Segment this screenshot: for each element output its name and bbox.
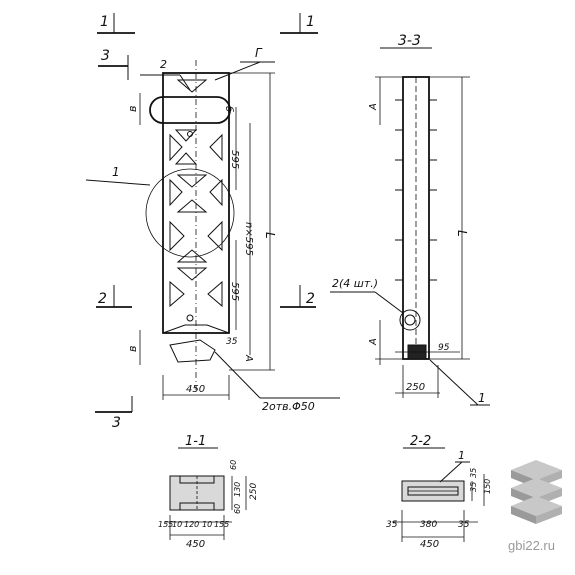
cut-1-left-label: 1: [100, 14, 109, 30]
dim-10-left: 10: [172, 520, 182, 529]
dim-a-main: А: [243, 354, 254, 362]
cut-marker-2: [96, 285, 316, 308]
dim-155-left: 155: [158, 520, 173, 529]
dim-250-side: 250: [406, 382, 425, 393]
dim-450-s11: 450: [186, 539, 205, 550]
pos-g-label: Г: [255, 46, 263, 60]
top-slot: [149, 96, 231, 124]
view-1-1-title: 1-1: [185, 434, 206, 449]
view-2-2-title: 2-2: [410, 434, 431, 449]
dim-L-side: L: [455, 230, 469, 237]
dim-35-s22-left: 35: [386, 520, 398, 530]
dim-b-main: б: [223, 106, 235, 112]
main-elevation: [145, 60, 235, 390]
dim-v-top: в: [126, 106, 139, 112]
pos1-s22-label: 1: [458, 449, 465, 462]
detail-circle: [145, 168, 235, 258]
pos1-side-label: 1: [478, 391, 486, 405]
pos1-label: 1: [112, 165, 120, 179]
dim-L-main: L: [263, 232, 277, 239]
cut-marker-1: [97, 13, 318, 34]
dim-380: 380: [420, 520, 437, 530]
cut-3-bottom-label: 3: [112, 415, 121, 431]
dim-150: 150: [483, 479, 492, 494]
dim-n595: n×595: [243, 222, 254, 256]
dim-60-bottom: 60: [233, 504, 242, 514]
dim-595-bottom: 595: [229, 282, 240, 301]
cut-1-right-label: 1: [306, 14, 315, 30]
dim-35-s22-mid: 35: [469, 482, 478, 492]
side-view: [395, 76, 437, 360]
dim-60-top: 60: [229, 460, 238, 470]
view-3-3-title: 3-3: [398, 33, 421, 49]
dim-v-bottom: в: [126, 346, 139, 352]
watermark-site: gbi22.ru: [508, 538, 555, 553]
dim-595-top: 595: [229, 150, 240, 169]
pin-circle: [399, 309, 421, 331]
main-dims-right: [229, 72, 275, 371]
dim-250-s11: 250: [249, 483, 259, 500]
hole-lower: [186, 314, 194, 322]
hole-upper: [187, 131, 193, 137]
dim-35-main: 35: [226, 337, 238, 347]
dim-a-side-top: А: [368, 103, 379, 111]
section-2-2: [401, 480, 465, 502]
dim-95: 95: [438, 343, 450, 353]
dim-450-s22: 450: [420, 539, 439, 550]
cut-3-top-label: 3: [101, 48, 110, 64]
logo-icon: [511, 460, 562, 524]
dim-155-right: 155: [214, 520, 229, 529]
pos2-4-label: 2(4 шт.): [332, 277, 378, 290]
dim-120: 120: [184, 520, 199, 529]
cut-2-left-label: 2: [98, 291, 107, 307]
dim-35-s22-top: 35: [469, 468, 478, 478]
bottom-loop: [169, 339, 216, 363]
dim-130: 130: [233, 482, 242, 497]
cut-2-right-label: 2: [306, 291, 315, 307]
dim-450-main: 450: [186, 384, 205, 395]
holes-label: 2отв.Φ50: [262, 400, 315, 413]
dim-10-right: 10: [202, 520, 212, 529]
pos2-label: 2: [160, 58, 167, 71]
cut-marker-3: [95, 55, 133, 413]
section-1-1: [169, 475, 225, 511]
dim-a-side-bottom: А: [368, 338, 379, 346]
leader-pos1: [85, 179, 151, 186]
